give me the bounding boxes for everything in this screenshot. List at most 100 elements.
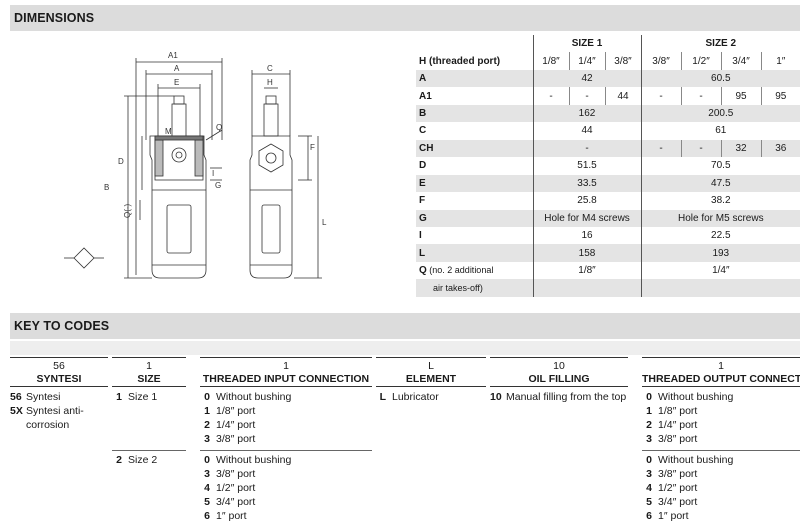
dim-cell: 36	[760, 139, 800, 158]
key-option-code: 4	[646, 482, 652, 494]
key-option-code: 10	[490, 391, 502, 403]
key-option-text: 1/8″ port	[658, 405, 698, 417]
key-option-code: 0	[204, 391, 210, 403]
key-spacer	[112, 404, 186, 446]
label-F: F	[310, 143, 315, 152]
dim-label-text: G	[419, 212, 427, 224]
label-Q-minus: Q(-)	[123, 203, 132, 218]
key-column-code: L	[376, 357, 486, 372]
label-I: I	[212, 169, 214, 178]
dim-label-text: Q	[419, 265, 427, 277]
dim-cell: 1″	[760, 52, 800, 70]
dim-cell	[640, 279, 800, 297]
key-column-title: OIL FILLING	[490, 372, 628, 387]
label-A1: A1	[168, 51, 178, 60]
key-option-code: 6	[204, 510, 210, 522]
dim-label-text: E	[419, 177, 426, 189]
front-view-port	[171, 147, 187, 163]
dim-cell: 42	[532, 69, 642, 88]
key-option-code: 1	[646, 405, 652, 417]
key-option-code: 3	[204, 433, 210, 445]
dim-cell: -	[532, 87, 569, 105]
dim-cell: 60.5	[640, 69, 800, 88]
dim-cell: 162	[532, 104, 642, 123]
key-option-text: 1″ port	[658, 510, 689, 522]
dim-row-label: H (threaded port)	[416, 52, 533, 69]
key-option-code: 56	[10, 391, 22, 403]
dim-row-label: G	[416, 209, 533, 227]
dim-label-text: A1	[419, 90, 432, 102]
key-option-code: 1	[204, 405, 210, 417]
front-view-stem	[171, 103, 187, 137]
key-option-text: 3/8″ port	[658, 468, 698, 480]
dim-cell: 47.5	[640, 174, 800, 193]
side-view-hex	[258, 143, 284, 173]
key-option-text: Without bushing	[658, 454, 734, 466]
front-view-sightglass	[166, 204, 192, 254]
key-column-code: 1	[200, 357, 372, 372]
dim-cell: 95	[720, 87, 762, 105]
key-column-code: 1	[642, 357, 800, 372]
key-column-title: SIZE	[112, 372, 186, 387]
label-C: C	[267, 64, 273, 73]
label-A: A	[174, 64, 180, 73]
dim-row-label: CH	[416, 139, 533, 158]
dim-cell: 1/4″	[640, 261, 800, 280]
dim-label-text: C	[419, 125, 427, 137]
key-option-text: 3/4″ port	[216, 496, 256, 508]
dim-cell: 33.5	[532, 174, 642, 193]
dim-label-text: A	[419, 73, 427, 85]
key-spacer	[10, 341, 800, 355]
dim-cell: 51.5	[532, 157, 642, 175]
label-B: B	[104, 183, 109, 192]
key-option-code: 5	[646, 496, 652, 508]
key-option-text: Syntesi anti-corrosion	[26, 405, 84, 431]
dim-cell: 32	[720, 139, 762, 158]
key-option-code: 5	[204, 496, 210, 508]
key-column-title: SYNTESI	[10, 372, 108, 387]
dimensions-table: SIZE 1 SIZE 2 H (threaded port)1/8″1/4″3…	[416, 35, 800, 297]
front-view-cap	[173, 95, 185, 105]
label-E: E	[174, 78, 179, 87]
dim-row-label: E	[416, 174, 533, 193]
key-option-code: 2	[204, 419, 210, 431]
dim-row: air takes-off)	[416, 279, 800, 297]
dim-cell: 3/8″	[604, 52, 642, 70]
dim-cell: Hole for M5 screws	[640, 209, 800, 227]
dim-row-label: air takes-off)	[416, 279, 533, 297]
key-option-text: Without bushing	[216, 454, 292, 466]
key-option-code: 5X	[10, 405, 23, 417]
dim-cell: -	[532, 139, 642, 158]
lubricator-symbol	[73, 247, 95, 269]
key-option-code: 3	[204, 468, 210, 480]
dim-label-text: CH	[419, 142, 434, 154]
dim-cell: 3/4″	[720, 52, 762, 70]
dim-cell: -	[568, 87, 605, 105]
label-G: G	[215, 181, 221, 190]
side-view-sightglass	[261, 204, 281, 254]
dim-cell: 44	[532, 122, 642, 140]
dim-cell: 193	[640, 244, 800, 262]
dim-cell: 1/8″	[532, 261, 642, 280]
key-option-text: 1/2″ port	[216, 482, 256, 494]
dim-label-note: (no. 2 additional	[426, 265, 494, 276]
dim-label-text: H (threaded port)	[419, 55, 501, 67]
key-option-code: 6	[646, 510, 652, 522]
